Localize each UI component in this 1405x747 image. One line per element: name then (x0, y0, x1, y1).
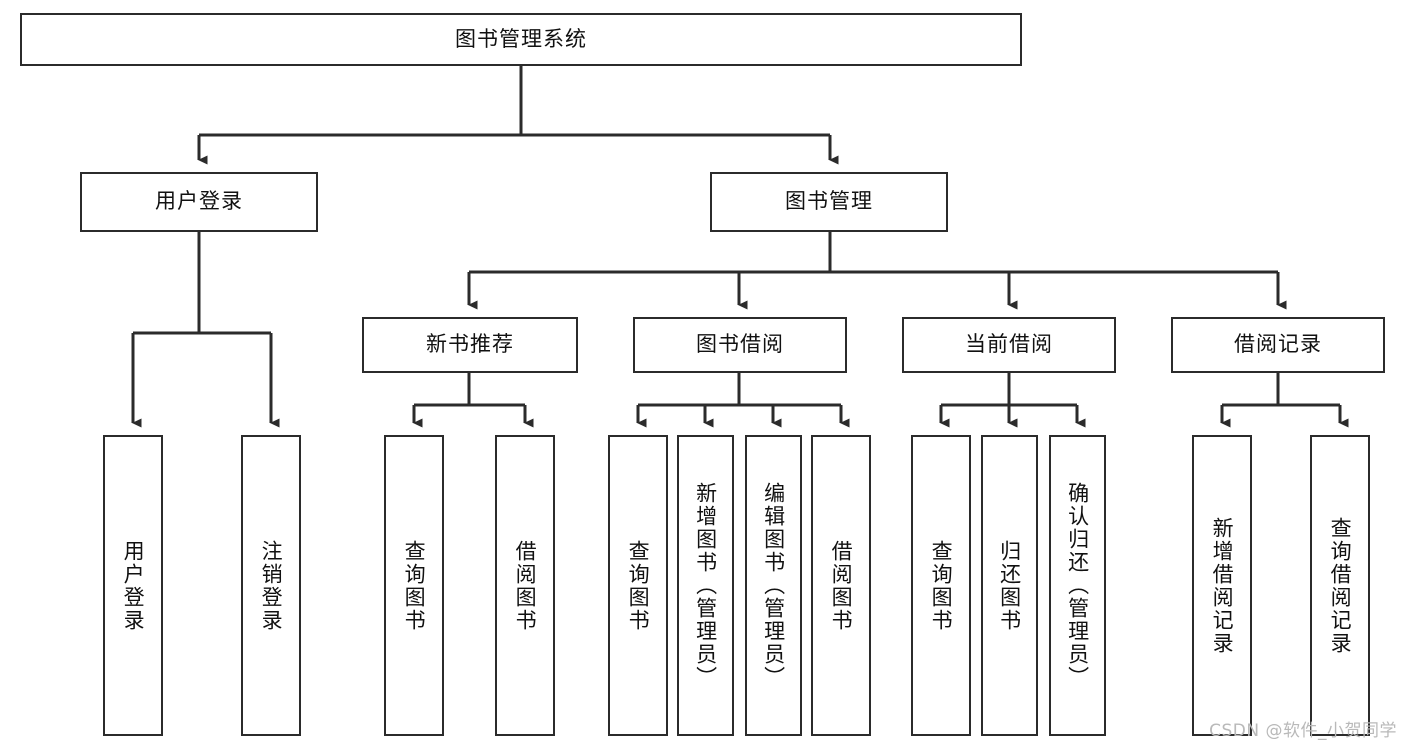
node-label: 图书管理系统 (455, 26, 587, 51)
leaf-record-add-record[interactable]: 新增借阅记录 (1192, 435, 1252, 736)
node-label: 编辑图书（管理员） (761, 482, 786, 689)
node-label: 查询借阅记录 (1328, 516, 1353, 655)
node-label: 图书借阅 (696, 332, 784, 357)
node-label: 新增图书（管理员） (693, 482, 718, 689)
node-label: 查询图书 (402, 539, 427, 632)
leaf-recommend-query-book[interactable]: 查询图书 (384, 435, 444, 736)
node-label: 确认归还（管理员） (1065, 482, 1090, 689)
leaf-current-return-book[interactable]: 归还图书 (981, 435, 1038, 736)
leaf-record-query-record[interactable]: 查询借阅记录 (1310, 435, 1370, 736)
leaf-current-confirm-return-admin[interactable]: 确认归还（管理员） (1049, 435, 1106, 736)
node-label: 借阅记录 (1234, 332, 1322, 357)
leaf-current-query-book[interactable]: 查询图书 (911, 435, 971, 736)
node-label: 借阅图书 (513, 539, 538, 632)
leaf-recommend-borrow-book[interactable]: 借阅图书 (495, 435, 555, 736)
node-label: 查询图书 (929, 539, 954, 632)
node-current-borrow[interactable]: 当前借阅 (902, 317, 1116, 373)
node-label: 图书管理 (785, 189, 873, 214)
node-label: 用户登录 (121, 539, 146, 632)
leaf-borrow-edit-book-admin[interactable]: 编辑图书（管理员） (745, 435, 802, 736)
node-label: 查询图书 (626, 539, 651, 632)
node-label: 新增借阅记录 (1210, 516, 1235, 655)
node-label: 当前借阅 (965, 332, 1053, 357)
leaf-user-login-login[interactable]: 用户登录 (103, 435, 163, 736)
leaf-user-login-logout[interactable]: 注销登录 (241, 435, 301, 736)
node-borrow-record[interactable]: 借阅记录 (1171, 317, 1385, 373)
node-new-book-recommend[interactable]: 新书推荐 (362, 317, 578, 373)
node-label: 归还图书 (997, 539, 1022, 632)
node-label: 注销登录 (259, 539, 284, 632)
node-label: 新书推荐 (426, 332, 514, 357)
node-label: 用户登录 (155, 189, 243, 214)
node-root-system[interactable]: 图书管理系统 (20, 13, 1022, 66)
leaf-borrow-add-book-admin[interactable]: 新增图书（管理员） (677, 435, 734, 736)
leaf-borrow-query-book[interactable]: 查询图书 (608, 435, 668, 736)
node-book-borrow[interactable]: 图书借阅 (633, 317, 847, 373)
node-book-management[interactable]: 图书管理 (710, 172, 948, 232)
node-user-login[interactable]: 用户登录 (80, 172, 318, 232)
node-label: 借阅图书 (829, 539, 854, 632)
leaf-borrow-borrow-book[interactable]: 借阅图书 (811, 435, 871, 736)
watermark-text: CSDN @软件_小贺同学 (1209, 721, 1397, 741)
